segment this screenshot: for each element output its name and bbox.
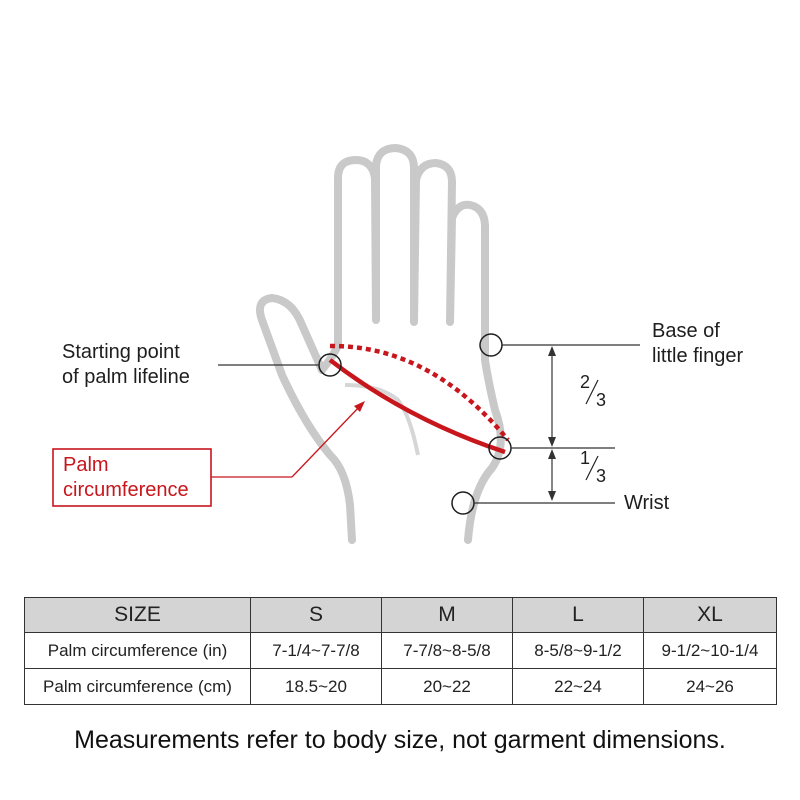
one-third-denominator: 3: [596, 466, 607, 486]
table-cell: 18.5~20: [250, 668, 382, 705]
table-cell: 20~22: [381, 668, 513, 705]
table-header-row: SIZE S M L XL: [24, 597, 777, 633]
label-line: Base of: [652, 320, 720, 342]
wrist-label: Wrist: [624, 492, 670, 514]
table-header-cell: SIZE: [24, 597, 251, 633]
starting-point-label: Starting point of palm lifeline: [62, 340, 190, 390]
table-cell: 7-1/4~7-7/8: [250, 632, 382, 669]
table-row: Palm circumference (in) 7-1/4~7-7/8 7-7/…: [24, 632, 777, 669]
table-header-cell: L: [512, 597, 644, 633]
label-line: circumference: [63, 479, 189, 501]
arrow-pointer-icon: [354, 401, 365, 412]
two-thirds-denominator: 3: [596, 390, 607, 410]
arrow-down-icon: [548, 491, 556, 501]
measurement-note: Measurements refer to body size, not gar…: [74, 726, 726, 754]
label-line: Starting point: [62, 341, 180, 363]
table-cell: Palm circumference (cm): [24, 668, 251, 705]
arrow-up-icon: [548, 449, 556, 459]
base-little-finger-label: Base of little finger: [652, 319, 743, 369]
table-header-cell: M: [381, 597, 513, 633]
table-cell: 22~24: [512, 668, 644, 705]
one-third-numerator: 1: [580, 448, 591, 468]
table-cell: 8-5/8~9-1/2: [512, 632, 644, 669]
hand-measurement-diagram: [52, 144, 640, 544]
two-thirds-numerator: 2: [580, 372, 591, 392]
palm-circumference-pointer: [291, 404, 362, 478]
palm-circumference-front: [328, 358, 506, 455]
label-line: little finger: [652, 345, 744, 367]
table-cell: 7-7/8~8-5/8: [381, 632, 513, 669]
label-line: Palm: [63, 454, 109, 476]
table-header-cell: S: [250, 597, 382, 633]
size-chart-table: SIZE S M L XL Palm circumference (in) 7-…: [24, 597, 777, 705]
table-cell: 24~26: [643, 668, 777, 705]
fraction-slash: [585, 455, 599, 481]
arrow-down-icon: [548, 437, 556, 447]
palm-circumference-box: [52, 448, 212, 507]
table-header-cell: XL: [643, 597, 777, 633]
fraction-slash: [585, 379, 599, 405]
palm-circumference-label: Palm circumference: [63, 453, 189, 503]
label-line: of palm lifeline: [62, 366, 190, 388]
table-cell: 9-1/2~10-1/4: [643, 632, 777, 669]
table-row: Palm circumference (cm) 18.5~20 20~22 22…: [24, 668, 777, 705]
hand-outline: [256, 144, 505, 544]
table-cell: Palm circumference (in): [24, 632, 251, 669]
arrow-up-icon: [548, 346, 556, 356]
